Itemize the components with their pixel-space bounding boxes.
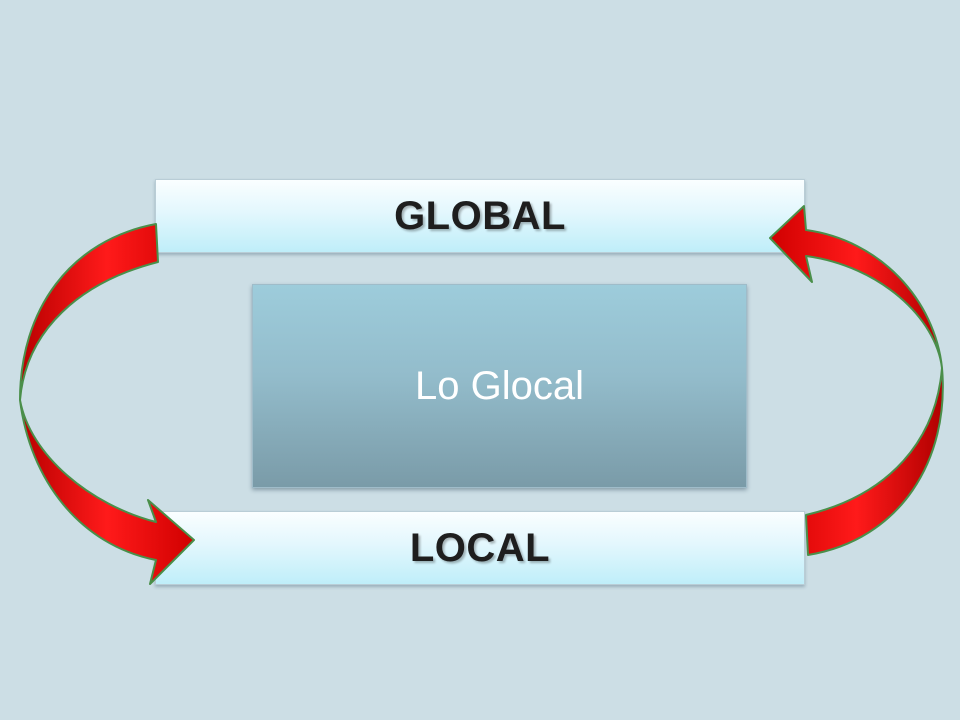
curved-arrow-global-to-local-icon xyxy=(19,223,195,585)
curved-arrow-local-to-global-icon xyxy=(769,205,944,556)
local-box: LOCAL xyxy=(155,511,805,585)
global-box: GLOBAL xyxy=(155,179,805,253)
global-label: GLOBAL xyxy=(394,193,566,238)
local-label: LOCAL xyxy=(409,525,551,570)
glocal-label: Lo Glocal xyxy=(415,363,584,408)
glocal-center-box: Lo Glocal xyxy=(252,284,747,488)
